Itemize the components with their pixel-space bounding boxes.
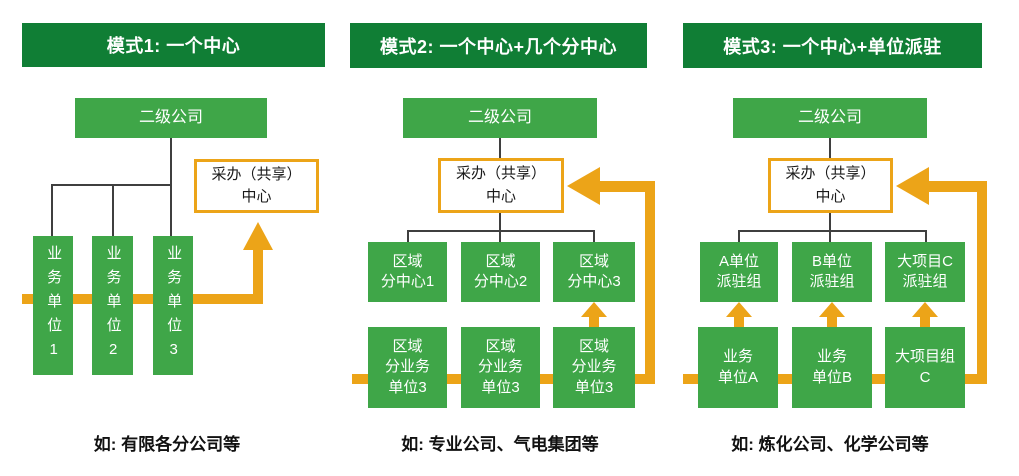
panel1-procurement-center-box: 采办（共享） 中心 — [194, 159, 319, 213]
flow-arrow-up-small-icon — [726, 302, 752, 317]
connector-line — [829, 213, 831, 230]
panel3-dispatch-group-b: B单位 派驻组 — [792, 242, 872, 302]
flow-arrow-up-small-icon — [819, 302, 845, 317]
panel1-business-unit-2: 业务单位2 — [92, 236, 133, 375]
panel2-subcenter-2: 区域 分中心2 — [461, 242, 540, 302]
flow-line-vertical — [827, 315, 837, 327]
panel1-business-unit-1: 业务单位1 — [33, 236, 73, 375]
panel3-procurement-center-box: 采办（共享） 中心 — [768, 158, 893, 213]
connector-line — [51, 184, 53, 236]
flow-line-horizontal — [22, 294, 263, 304]
panel1-business-unit-3-label: 业务单位3 — [165, 244, 183, 367]
connector-line — [499, 138, 501, 158]
connector-line — [407, 230, 409, 242]
panel2-subcenter-3: 区域 分中心3 — [553, 242, 635, 302]
panel2-company-box: 二级公司 — [403, 98, 597, 138]
panel2-procurement-center-box: 采办（共享） 中心 — [438, 158, 564, 213]
panel3-caption: 如: 炼化公司、化学公司等 — [731, 435, 929, 454]
connector-line — [593, 230, 595, 242]
connector-line — [499, 230, 501, 242]
connector-line — [829, 138, 831, 158]
panel1-business-unit-2-label: 业务单位2 — [104, 244, 122, 367]
panel2-subcenter-1: 区域 分中心1 — [368, 242, 447, 302]
flow-line-vertical — [977, 181, 987, 384]
flow-line-vertical — [253, 247, 263, 304]
flow-line-vertical — [645, 181, 655, 384]
panel1-business-unit-1-label: 业务单位1 — [45, 244, 63, 367]
connector-line — [738, 230, 740, 242]
connector-line — [738, 230, 926, 232]
panel2-caption: 如: 专业公司、气电集团等 — [401, 435, 599, 454]
panel3-business-unit-a: 业务 单位A — [698, 327, 778, 408]
connector-line — [407, 230, 595, 232]
connector-line — [170, 138, 172, 236]
flow-arrow-up-icon — [243, 222, 273, 250]
panel3-header: 模式3: 一个中心+单位派驻 — [683, 23, 982, 68]
panel3-business-unit-b: 业务 单位B — [792, 327, 872, 408]
panel2-header: 模式2: 一个中心+几个分中心 — [350, 23, 647, 68]
flow-arrow-up-small-icon — [912, 302, 938, 317]
flow-arrow-left-icon — [896, 167, 929, 205]
connector-line — [112, 184, 114, 236]
flow-line-horizontal — [600, 181, 655, 192]
panel3-company-box: 二级公司 — [733, 98, 927, 138]
flow-arrow-up-small-icon — [581, 302, 607, 317]
panel1-caption: 如: 有限各分公司等 — [93, 435, 241, 454]
flow-line-vertical — [734, 315, 744, 327]
panel3-dispatch-group-a: A单位 派驻组 — [700, 242, 778, 302]
panel1-company-box: 二级公司 — [75, 98, 267, 138]
panel3-dispatch-group-c: 大项目C 派驻组 — [885, 242, 965, 302]
panel2-regional-unit-2: 区域 分业务 单位3 — [461, 327, 540, 408]
connector-line — [925, 230, 927, 242]
flow-line-vertical — [920, 315, 930, 327]
flow-arrow-left-icon — [567, 167, 600, 205]
connector-line — [499, 213, 501, 230]
flow-line-vertical — [589, 315, 599, 327]
connector-line — [829, 230, 831, 242]
panel2-regional-unit-3: 区域 分业务 单位3 — [553, 327, 635, 408]
flow-line-horizontal — [929, 181, 984, 192]
panel1-header: 模式1: 一个中心 — [22, 23, 325, 67]
panel3-project-group-c: 大项目组 C — [885, 327, 965, 408]
panel2-regional-unit-1: 区域 分业务 单位3 — [368, 327, 447, 408]
connector-line — [51, 184, 172, 186]
panel1-business-unit-3: 业务单位3 — [153, 236, 193, 375]
